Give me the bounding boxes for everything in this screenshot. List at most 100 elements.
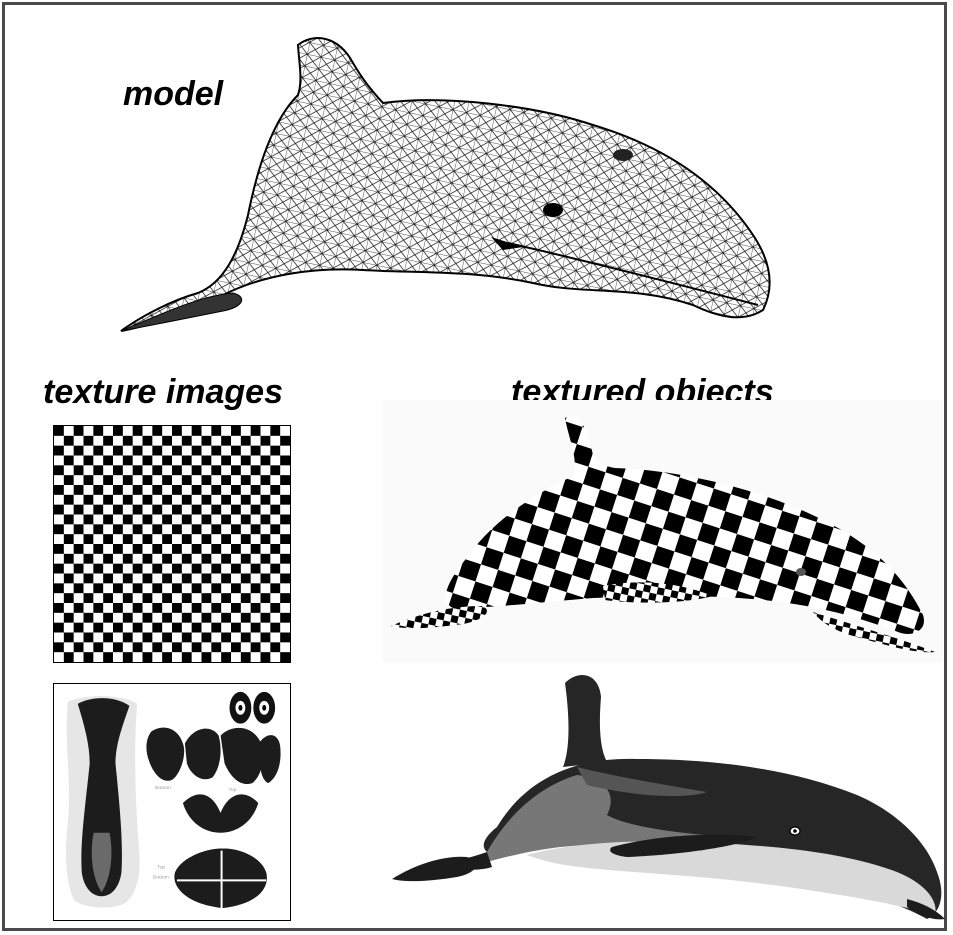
checker-cell: [143, 613, 153, 623]
checker-cell: [113, 564, 123, 574]
checker-cell: [74, 623, 84, 633]
checker-cell: [192, 505, 202, 515]
checker-cell: [93, 465, 103, 475]
checker-cell: [231, 446, 241, 456]
checker-cell: [84, 633, 94, 643]
checker-cell: [231, 623, 241, 633]
checker-cell: [202, 574, 212, 584]
checker-cell: [143, 456, 153, 466]
checker-cell: [64, 436, 74, 446]
checker-cell: [103, 475, 113, 485]
checker-cell: [143, 652, 153, 662]
checker-cell: [123, 574, 133, 584]
texture-images-label: texture images: [43, 375, 283, 409]
checker-cell: [93, 446, 103, 456]
checker-cell: [231, 642, 241, 652]
checker-cell: [93, 524, 103, 534]
checker-cell: [54, 426, 64, 436]
checker-cell: [113, 465, 123, 475]
checker-cell: [251, 505, 261, 515]
checker-cell: [221, 475, 231, 485]
checker-cell: [211, 505, 221, 515]
checker-cell: [54, 505, 64, 515]
checker-cell: [93, 642, 103, 652]
checker-cell: [172, 544, 182, 554]
checker-cell: [270, 505, 280, 515]
checker-cell: [64, 515, 74, 525]
checker-cell: [162, 652, 172, 662]
checker-cell: [202, 652, 212, 662]
checker-cell: [182, 534, 192, 544]
checker-cell: [113, 485, 123, 495]
checker-cell: [270, 544, 280, 554]
atlas-label-top-1: Top: [229, 787, 237, 793]
checker-cell: [211, 623, 221, 633]
checker-cell: [211, 642, 221, 652]
checker-cell: [54, 485, 64, 495]
checker-cell: [93, 426, 103, 436]
checker-cell: [182, 554, 192, 564]
checker-cell: [143, 475, 153, 485]
checker-cell: [54, 465, 64, 475]
checker-cell: [280, 554, 290, 564]
checker-cell: [192, 564, 202, 574]
checker-cell: [133, 583, 143, 593]
checker-cell: [192, 485, 202, 495]
checker-cell: [54, 564, 64, 574]
checker-cell: [221, 633, 231, 643]
checker-cell: [202, 456, 212, 466]
checker-cell: [211, 603, 221, 613]
checker-cell: [133, 524, 143, 534]
checker-cell: [123, 515, 133, 525]
checker-cell: [211, 465, 221, 475]
checker-cell: [162, 456, 172, 466]
checker-cell: [74, 642, 84, 652]
checker-cell: [172, 623, 182, 633]
checker-cell: [221, 593, 231, 603]
checker-cell: [113, 446, 123, 456]
checker-cell: [74, 603, 84, 613]
checker-cell: [113, 544, 123, 554]
checker-cell: [103, 574, 113, 584]
checker-cell: [74, 465, 84, 475]
checker-cell: [221, 436, 231, 446]
checker-cell: [113, 583, 123, 593]
checker-cell: [162, 574, 172, 584]
checker-cell: [202, 495, 212, 505]
checker-cell: [152, 465, 162, 475]
checker-cell: [261, 495, 271, 505]
checker-cell: [172, 465, 182, 475]
checker-cell: [54, 446, 64, 456]
checker-cell: [192, 642, 202, 652]
checker-cell: [133, 623, 143, 633]
checker-cell: [280, 613, 290, 623]
checker-cell: [143, 534, 153, 544]
checker-cell: [192, 465, 202, 475]
checker-cell: [64, 613, 74, 623]
checker-cell: [231, 583, 241, 593]
checker-cell: [221, 515, 231, 525]
checker-cell: [270, 564, 280, 574]
checker-cell: [93, 564, 103, 574]
checker-cell: [54, 603, 64, 613]
checker-cell: [123, 436, 133, 446]
checker-cell: [221, 652, 231, 662]
checker-cell: [221, 456, 231, 466]
checker-cell: [192, 603, 202, 613]
checker-cell: [251, 524, 261, 534]
checker-cell: [241, 633, 251, 643]
checker-cell: [103, 613, 113, 623]
checker-cell: [172, 505, 182, 515]
checker-cell: [280, 574, 290, 584]
checker-cell: [251, 564, 261, 574]
checker-cell: [241, 574, 251, 584]
checker-cell: [162, 593, 172, 603]
checker-cell: [270, 524, 280, 534]
painted-dolphin-icon: [387, 667, 949, 929]
checker-cell: [123, 613, 133, 623]
atlas-label-bottom-2: Bottom: [153, 874, 169, 880]
checker-cell: [182, 456, 192, 466]
checker-cell: [64, 475, 74, 485]
checker-cell: [113, 623, 123, 633]
checker-cell: [152, 603, 162, 613]
